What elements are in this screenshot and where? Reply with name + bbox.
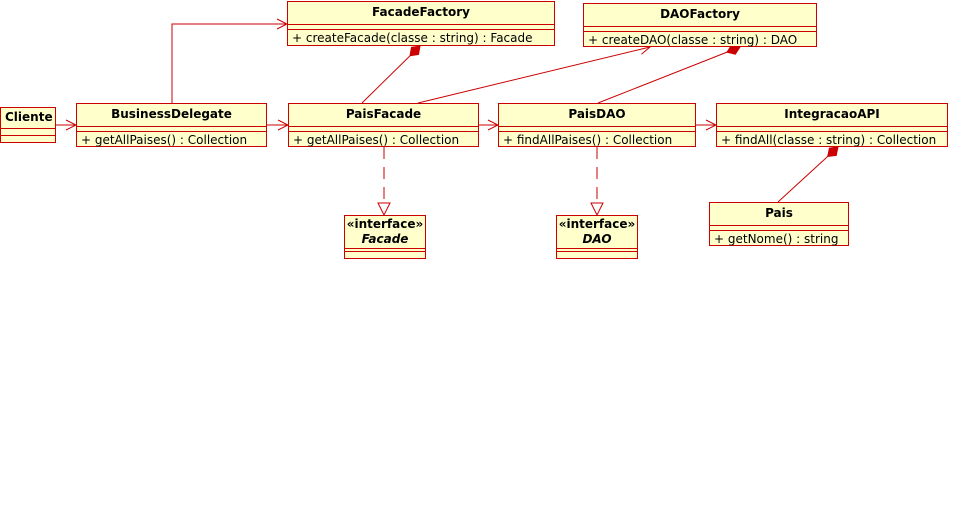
composition-dao-factory-pais-dao bbox=[597, 46, 741, 104]
class-attributes-compartment bbox=[77, 127, 266, 132]
association-pais-facade-dao-factory bbox=[417, 46, 651, 104]
class-operation: + createFacade(classe : string) : Facade bbox=[292, 31, 533, 45]
class-operation: + createDAO(classe : string) : DAO bbox=[588, 33, 798, 47]
class-attributes-compartment bbox=[345, 249, 425, 252]
interface-stereotype: «interface» bbox=[558, 217, 636, 231]
class-attributes-compartment bbox=[557, 249, 637, 252]
class-pais-dao[interactable]: PaisDAO + findAllPaises() : Collection bbox=[498, 103, 696, 147]
class-facade-factory[interactable]: FacadeFactory + createFacade(classe : st… bbox=[287, 1, 555, 46]
class-operation: + getNome() : string bbox=[714, 232, 839, 246]
composition-diamond bbox=[409, 45, 421, 57]
class-name: PaisDAO bbox=[499, 104, 695, 127]
class-name: DAOFactory bbox=[584, 4, 816, 27]
realization-arrowhead bbox=[377, 202, 391, 217]
interface-dao[interactable]: «interface» DAO bbox=[556, 215, 638, 259]
class-operation: + getAllPaises() : Collection bbox=[81, 133, 248, 147]
association-business-delegate-facade-factory bbox=[171, 23, 287, 103]
class-operation: + findAllPaises() : Collection bbox=[503, 133, 673, 147]
class-name: IntegracaoAPI bbox=[717, 104, 947, 127]
class-attributes-compartment bbox=[584, 27, 816, 32]
class-business-delegate[interactable]: BusinessDelegate + getAllPaises() : Coll… bbox=[76, 103, 267, 147]
class-attributes-compartment bbox=[717, 127, 947, 132]
interface-facade[interactable]: «interface» Facade bbox=[344, 215, 426, 259]
class-operation: + getAllPaises() : Collection bbox=[293, 133, 460, 147]
class-attributes-compartment bbox=[288, 25, 554, 30]
class-cliente[interactable]: Cliente bbox=[0, 107, 56, 143]
class-attributes-compartment bbox=[710, 226, 848, 231]
class-name: Pais bbox=[710, 203, 848, 226]
class-name: PaisFacade bbox=[289, 104, 478, 127]
interface-name: DAO bbox=[557, 232, 637, 249]
composition-diamond bbox=[827, 146, 839, 158]
class-name: FacadeFactory bbox=[288, 2, 554, 25]
class-name: BusinessDelegate bbox=[77, 104, 266, 127]
class-attributes-compartment bbox=[499, 127, 695, 132]
class-operation: + findAll(classe : string) : Collection bbox=[721, 133, 937, 147]
class-dao-factory[interactable]: DAOFactory + createDAO(classe : string) … bbox=[583, 3, 817, 47]
class-name: Cliente bbox=[1, 108, 55, 129]
interface-stereotype: «interface» bbox=[346, 217, 424, 231]
class-attributes-compartment bbox=[289, 127, 478, 132]
class-attributes-compartment bbox=[1, 129, 55, 136]
interface-name: Facade bbox=[345, 232, 425, 249]
class-integracao-api[interactable]: IntegracaoAPI + findAll(classe : string)… bbox=[716, 103, 948, 147]
class-operations-compartment bbox=[1, 136, 55, 142]
realization-arrowhead bbox=[590, 202, 604, 217]
class-pais[interactable]: Pais + getNome() : string bbox=[709, 202, 849, 246]
class-pais-facade[interactable]: PaisFacade + getAllPaises() : Collection bbox=[288, 103, 479, 147]
